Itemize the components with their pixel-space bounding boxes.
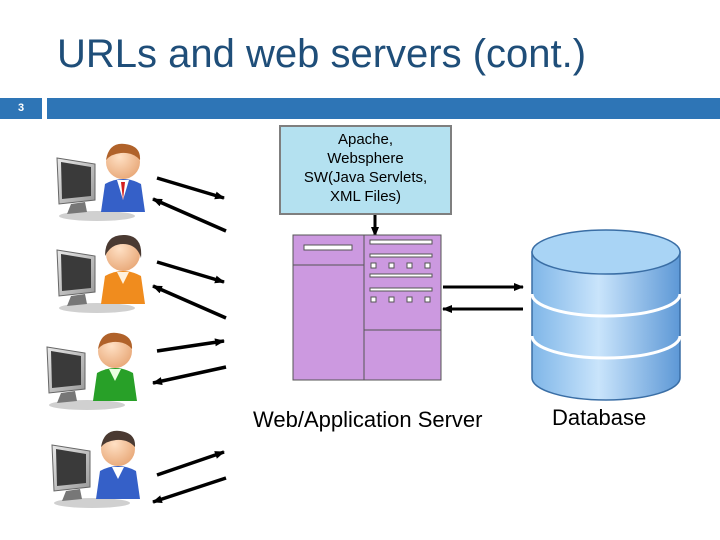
slide-number: 3 [17, 102, 25, 114]
slide-number-bar [0, 98, 42, 119]
arrow-response-1 [152, 197, 227, 233]
callout-line-4: XML Files) [329, 188, 402, 205]
arrow-request-4 [156, 450, 225, 477]
client-1 [56, 143, 145, 221]
web-server-label: Web/Application Server [253, 407, 483, 432]
callout-line-3: SW(Java Servlets, [303, 169, 428, 186]
arrow-response-4 [152, 476, 227, 504]
database-icon [530, 229, 682, 401]
web-server-icon [292, 234, 442, 381]
request-arrows [152, 176, 227, 504]
header-bar [47, 98, 720, 119]
callout-line-1: Apache, [337, 131, 394, 148]
database-label: Database [552, 405, 647, 430]
arrow-request-3 [156, 338, 225, 353]
arrow-response-2 [152, 284, 227, 320]
user-at-computer-icon [56, 234, 145, 313]
slide-title: URLs and web servers (cont.) [57, 32, 587, 76]
arrow-request-2 [156, 260, 225, 284]
db-arrows [442, 283, 524, 313]
user-at-computer-icon [56, 143, 145, 221]
callout-line-2: Websphere [327, 150, 404, 167]
client-4 [51, 430, 140, 508]
server-software-callout: Apache, Websphere SW(Java Servlets, XML … [279, 125, 452, 215]
client-2 [56, 234, 145, 313]
arrow-response-3 [152, 365, 227, 385]
user-at-computer-icon [46, 332, 137, 410]
user-at-computer-icon [51, 430, 140, 508]
client-3 [46, 332, 137, 410]
arrow-request-1 [156, 176, 225, 200]
